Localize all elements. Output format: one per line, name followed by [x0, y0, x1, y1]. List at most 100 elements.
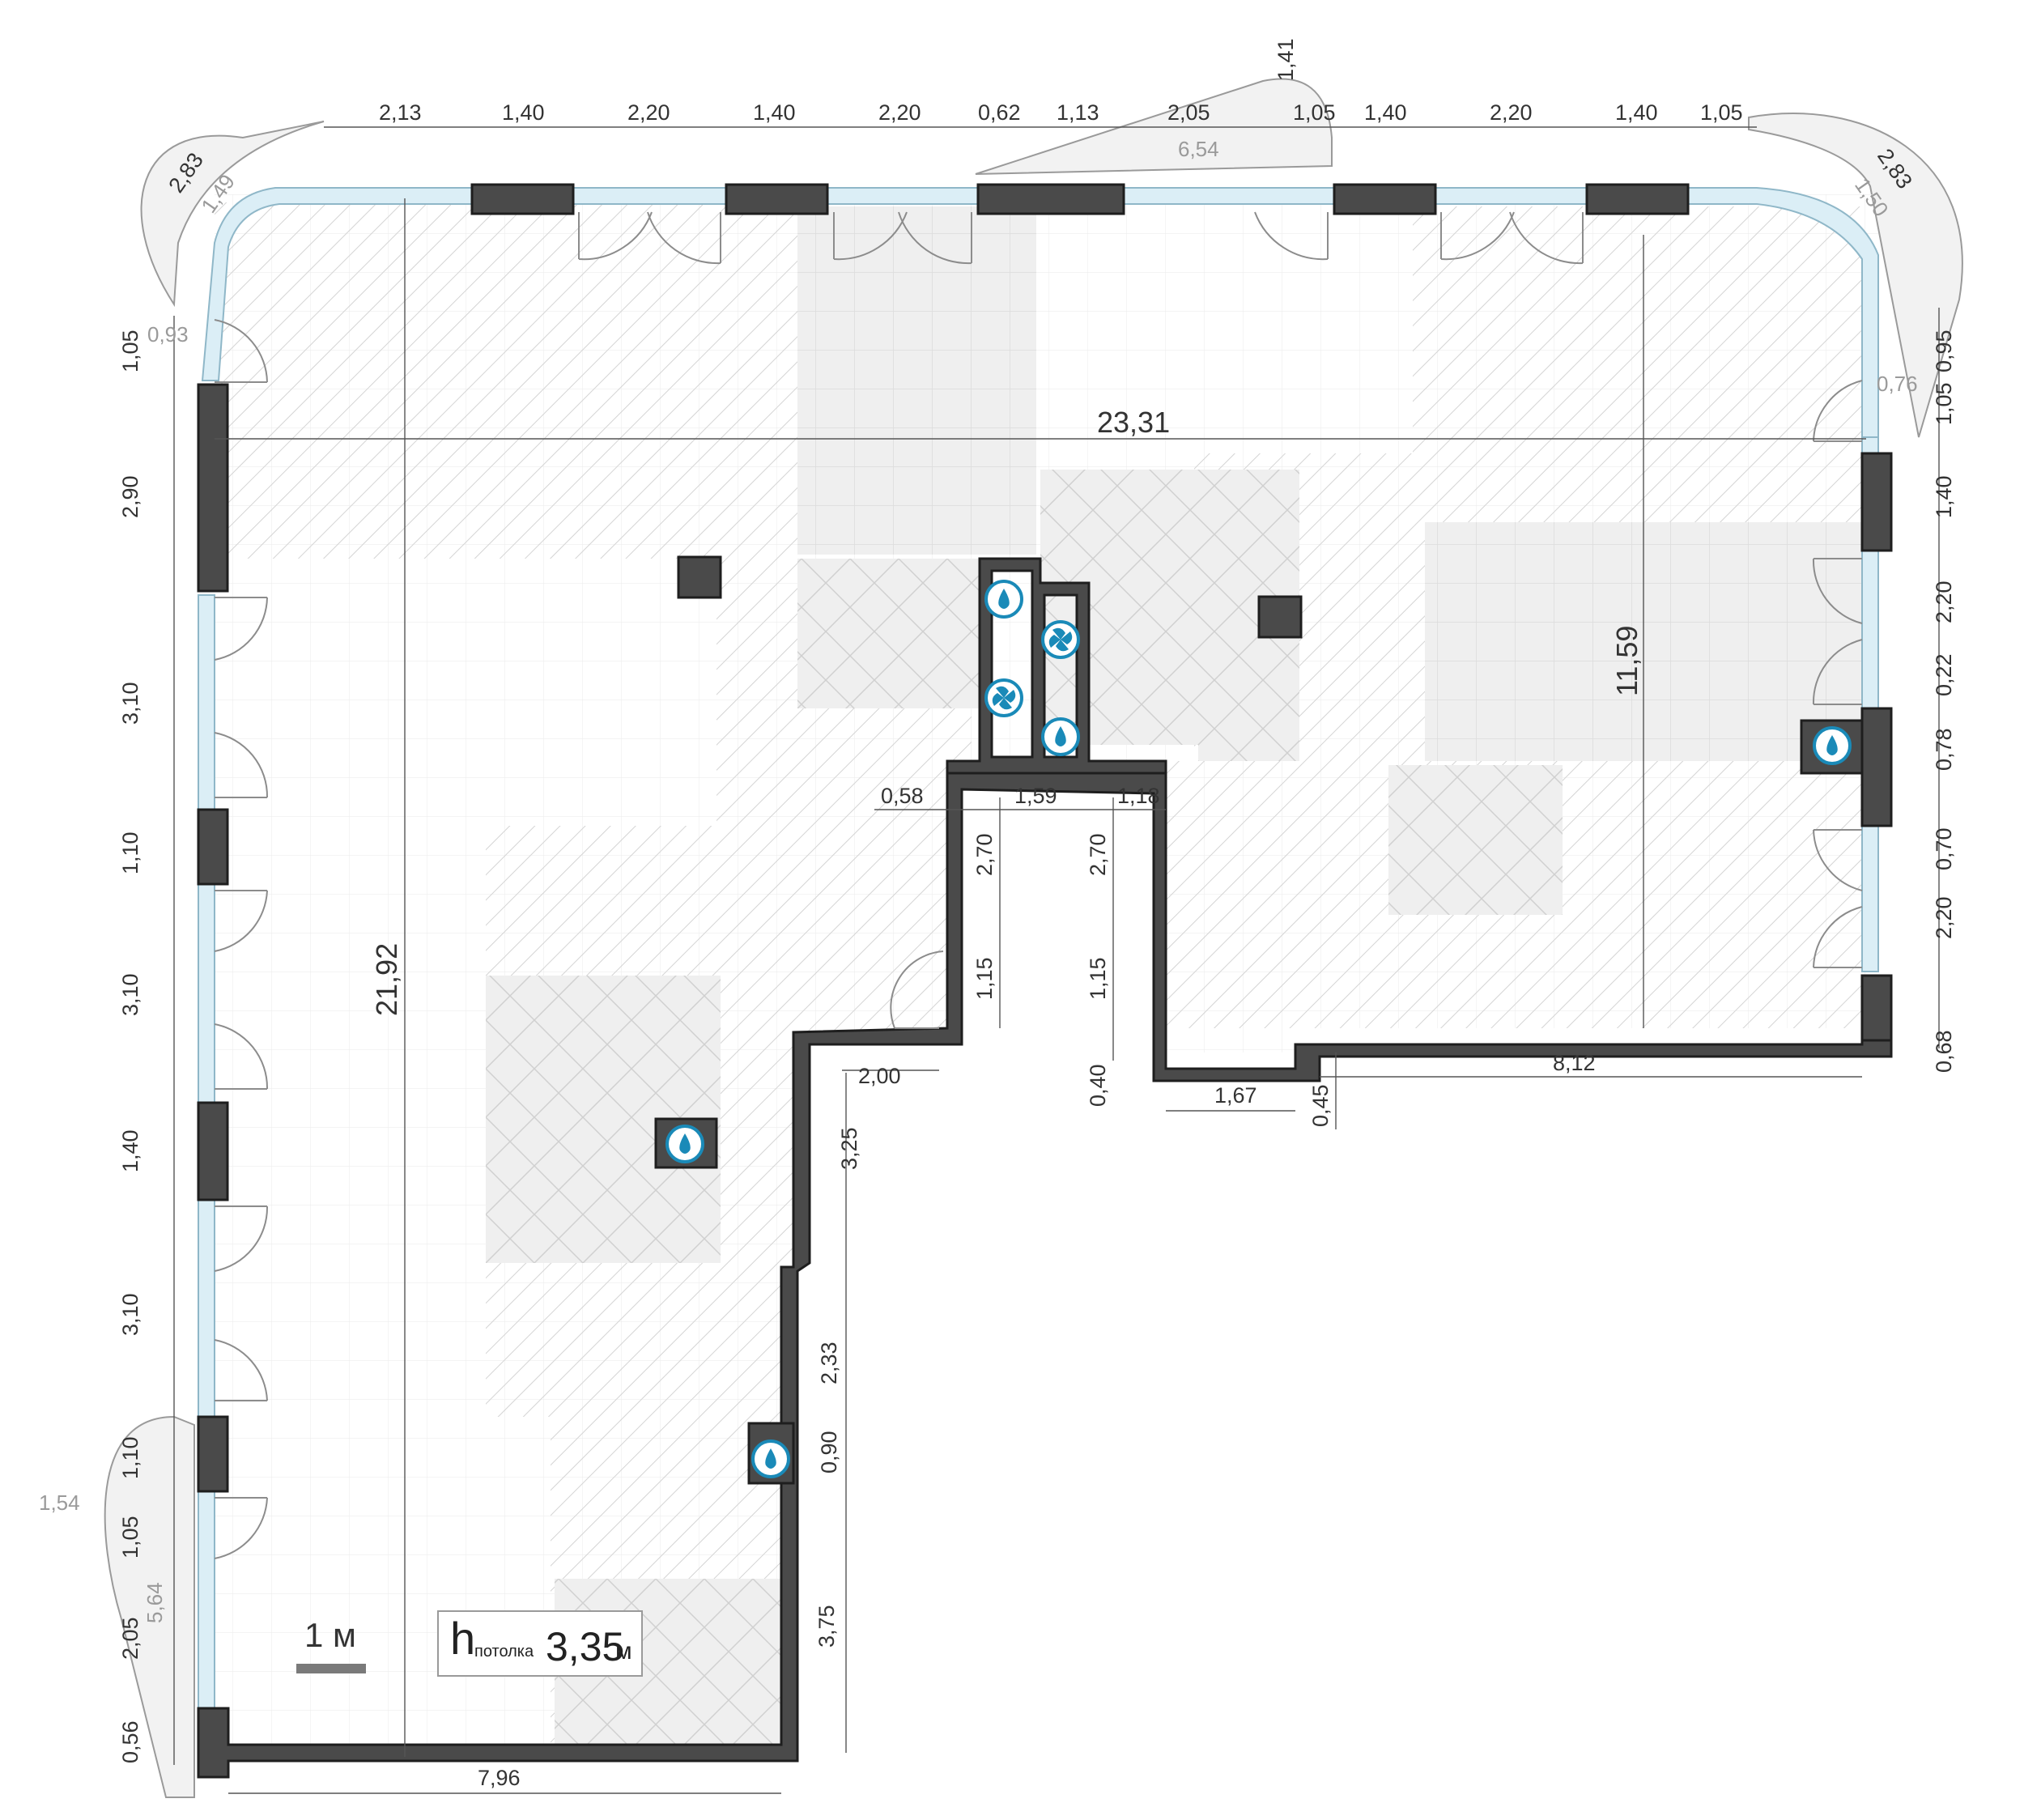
dim-top-3: 2,20	[627, 100, 670, 125]
dim-right-5: 0,22	[1932, 653, 1956, 696]
dim-right-9: 0,68	[1932, 1030, 1956, 1073]
dim-left-564: 5,64	[142, 1582, 167, 1623]
balcony-left	[104, 1415, 195, 1798]
dim-left-11: 0,56	[118, 1720, 142, 1763]
dim-core-118: 1,18	[1117, 784, 1160, 808]
dim-corner-tl-093: 0,93	[147, 322, 189, 347]
dim-core-115a: 1,15	[972, 957, 997, 1000]
dim-right-7: 0,70	[1932, 827, 1956, 870]
dim-left-9: 1,05	[118, 1516, 142, 1558]
dim-top-11: 2,20	[1490, 100, 1533, 125]
diamond-zone-1	[797, 559, 980, 708]
dim-top-4: 1,40	[753, 100, 796, 125]
dim-step-200: 2,00	[858, 1064, 901, 1088]
wall-pier-top-2	[725, 183, 829, 215]
dim-left-1: 1,05	[118, 330, 142, 372]
ceiling-height-label: h потолка 3,35 м	[437, 1610, 643, 1677]
dim-step-090: 0,90	[817, 1431, 841, 1473]
dim-corner-tr-076: 0,76	[1877, 372, 1918, 396]
water-drop-icon	[665, 1125, 704, 1163]
dim-top-8: 2,05	[1167, 100, 1210, 125]
dim-left-6: 1,40	[118, 1129, 142, 1172]
ceiling-value: 3,35	[546, 1624, 625, 1669]
diamond-zone-2	[1040, 470, 1202, 745]
wall-pier-top-3	[976, 183, 1125, 215]
dim-step-375: 3,75	[814, 1605, 839, 1648]
dim-right-4: 2,20	[1932, 580, 1956, 623]
water-drop-icon	[1813, 726, 1852, 765]
wall-pier-top-5	[1585, 183, 1690, 215]
dim-left-2: 2,90	[118, 475, 142, 518]
dim-top-5: 2,20	[878, 100, 921, 125]
dimension-lines	[173, 126, 1940, 1794]
dim-overall-width: 23,31	[1097, 406, 1170, 439]
dim-top-1: 2,13	[379, 100, 422, 125]
dim-right-6: 0,78	[1932, 728, 1956, 771]
balcony-top-right	[1748, 113, 1963, 438]
dim-left-8: 1,10	[118, 1436, 142, 1479]
water-drop-icon	[984, 580, 1023, 619]
water-drop-icon	[1041, 717, 1080, 756]
glazing-top	[201, 187, 1879, 438]
tiled-zone-1	[797, 206, 1036, 555]
dim-left-3: 3,10	[118, 682, 142, 725]
ceiling-caption: потолка	[474, 1643, 534, 1661]
column-1	[677, 555, 722, 599]
wall-pier-right-1	[1860, 452, 1893, 552]
ceiling-unit: м	[615, 1638, 632, 1665]
scale-bar	[296, 1664, 366, 1673]
dim-overall-height: 21,92	[370, 943, 403, 1016]
dim-right-3: 1,40	[1932, 475, 1956, 518]
dim-top-10: 1,40	[1364, 100, 1407, 125]
diamond-zone-4	[1388, 765, 1563, 915]
dim-top-141: 1,41	[1274, 38, 1298, 81]
scale-label: 1 м	[304, 1616, 356, 1654]
dim-core-040: 0,40	[1086, 1064, 1110, 1107]
dim-top-9: 1,05	[1293, 100, 1336, 125]
wall-pier-left-1	[197, 383, 229, 593]
dim-top-6: 0,62	[978, 100, 1021, 125]
wall-pier-left-3	[197, 1101, 229, 1201]
dim-right-8: 2,20	[1932, 896, 1956, 939]
dim-left-10: 2,05	[118, 1617, 142, 1660]
balcony-top-left	[140, 121, 325, 308]
dim-top-12: 1,40	[1615, 100, 1658, 125]
dim-top-654: 6,54	[1178, 137, 1219, 161]
dim-right-1: 0,95	[1932, 330, 1956, 372]
dim-core-159: 1,59	[1014, 784, 1057, 808]
dim-core-045: 0,45	[1308, 1084, 1333, 1127]
wall-pier-top-4	[1333, 183, 1437, 215]
dim-core-058: 0,58	[881, 784, 924, 808]
fan-icon	[1041, 620, 1080, 659]
hatched-area-top-left	[215, 202, 797, 559]
dim-core-270a: 2,70	[972, 833, 997, 876]
doors	[214, 211, 1863, 1559]
dim-left-7: 3,10	[118, 1293, 142, 1336]
balcony-top	[975, 78, 1333, 175]
dim-right-2: 1,05	[1932, 382, 1956, 425]
wall-bottom-left	[197, 772, 1893, 1779]
fan-icon	[984, 678, 1023, 717]
dim-left-4: 1,10	[118, 831, 142, 874]
dim-left-154: 1,54	[39, 1490, 80, 1515]
dim-core-270b: 2,70	[1086, 833, 1110, 876]
wall-pier-right-2	[1860, 707, 1893, 827]
ceiling-h-symbol: h	[450, 1613, 476, 1664]
water-drop-icon	[751, 1439, 790, 1478]
dim-bottom-left: 7,96	[478, 1766, 521, 1790]
dim-top-7: 1,13	[1057, 100, 1099, 125]
wall-pier-top-1	[470, 183, 575, 215]
wall-pier-right-3	[1860, 974, 1893, 1042]
dim-bottom-right: 8,12	[1553, 1051, 1596, 1075]
dim-top-13: 1,05	[1700, 100, 1743, 125]
dim-core-115b: 1,15	[1086, 957, 1110, 1000]
dim-core-167: 1,67	[1214, 1083, 1257, 1108]
wall-pier-left-2	[197, 808, 229, 886]
dim-step-325: 3,25	[837, 1127, 861, 1170]
dim-step-233: 2,33	[817, 1342, 841, 1384]
dim-right-height: 11,59	[1610, 626, 1643, 696]
dim-left-5: 3,10	[118, 973, 142, 1016]
wall-pier-left-4	[197, 1415, 229, 1493]
column-2	[1257, 595, 1303, 639]
